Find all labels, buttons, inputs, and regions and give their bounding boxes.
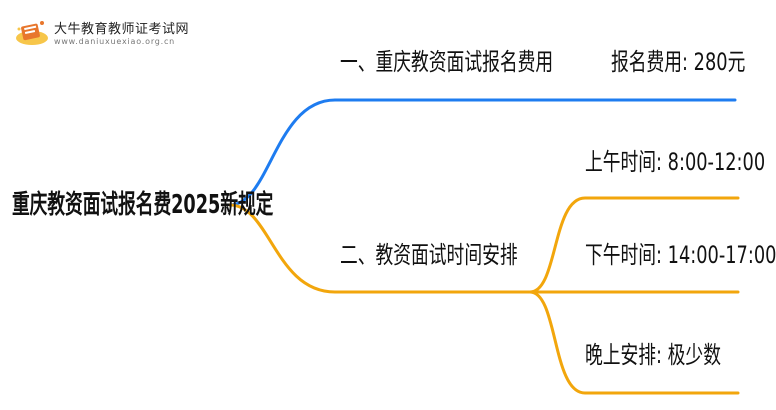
logo-title: 大牛教育教师证考试网 — [54, 22, 190, 37]
branch-2-label: 二、教资面试时间安排 — [340, 241, 518, 269]
edge-root-branch-1 — [228, 98, 737, 207]
root-node: 重庆教资面试报名费2025新规定 — [12, 190, 274, 220]
edge-root-branch-2 — [228, 203, 532, 294]
branch-2-leaf-2: 下午时间: 14:00-17:00 — [585, 241, 776, 269]
branch-1-leaf-1: 报名费用: 280元 — [611, 48, 746, 76]
logo-url: www.daniuxuexiao.org.cn — [54, 37, 176, 46]
book-logo-icon — [16, 21, 48, 45]
branch-1-label: 一、重庆教资面试报名费用 — [340, 48, 554, 76]
edge-branch-2-leaf-1 — [528, 196, 740, 294]
site-logo: 大牛教育教师证考试网 www.daniuxuexiao.org.cn — [14, 14, 189, 52]
branch-2-leaf-1: 上午时间: 8:00-12:00 — [585, 148, 766, 176]
mindmap-edges — [228, 98, 740, 395]
branch-2-leaf-3: 晚上安排: 极少数 — [585, 341, 721, 369]
edge-branch-2-leaf-3 — [528, 290, 740, 395]
